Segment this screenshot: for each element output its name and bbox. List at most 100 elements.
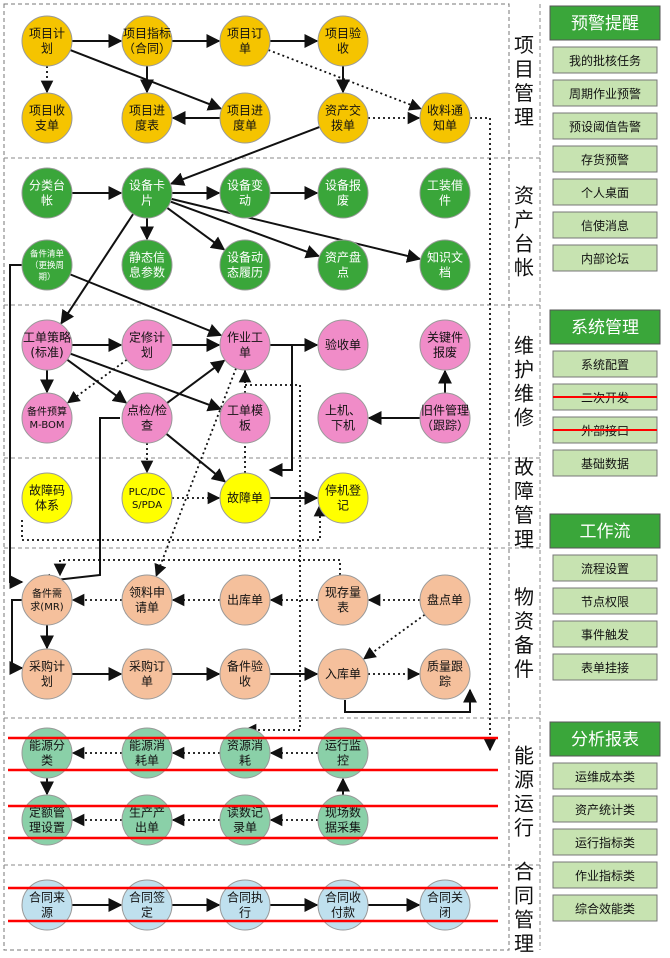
- node-e5[interactable]: 定额管理设置: [21, 794, 73, 846]
- panel-item[interactable]: 系统配置: [552, 350, 658, 378]
- node-a3[interactable]: 设备变动: [219, 167, 271, 219]
- panel-item[interactable]: 节点权限: [552, 587, 658, 615]
- node-w5[interactable]: 盘点单: [419, 574, 471, 626]
- node-e7[interactable]: 读数记录单: [219, 794, 271, 846]
- panel-item[interactable]: 存货预警: [552, 145, 658, 173]
- panel-item[interactable]: 运维成本类: [552, 762, 658, 790]
- node-c2[interactable]: 合同签定: [121, 879, 173, 931]
- node-p5[interactable]: 项目收支单: [21, 92, 73, 144]
- node-f1[interactable]: 故障码体系: [21, 472, 73, 524]
- node-w3[interactable]: 出库单: [219, 574, 271, 626]
- node-e4[interactable]: 运行监控: [317, 727, 369, 779]
- panel-item[interactable]: 二次开发: [552, 383, 658, 411]
- node-label: 出库单: [227, 592, 263, 607]
- node-p3[interactable]: 项目订单: [219, 15, 271, 67]
- node-e8[interactable]: 现场数据采集: [317, 794, 369, 846]
- node-e6[interactable]: 生产产出单: [121, 794, 173, 846]
- node-m4[interactable]: 验收单: [317, 319, 369, 371]
- node-a8[interactable]: 设备动态履历: [219, 239, 271, 291]
- panel-item[interactable]: 外部接口: [552, 416, 658, 444]
- node-circle: [419, 648, 471, 700]
- panel-header[interactable]: [549, 721, 661, 757]
- node-f4[interactable]: 停机登记: [317, 472, 369, 524]
- node-circle: [219, 794, 271, 846]
- node-m3[interactable]: 作业工单: [219, 319, 271, 371]
- node-p9[interactable]: 收料通知单: [419, 92, 471, 144]
- panel-header[interactable]: [549, 513, 661, 549]
- edge-m1-m8: [70, 352, 222, 412]
- node-m2[interactable]: 定修计划: [121, 319, 173, 371]
- node-c3[interactable]: 合同执行: [219, 879, 271, 931]
- panel-item[interactable]: 表单挂接: [552, 653, 658, 681]
- node-circle: [419, 574, 471, 626]
- node-f3[interactable]: 故障单: [219, 472, 271, 524]
- node-circle: [317, 574, 369, 626]
- node-p7[interactable]: 项目进度单: [219, 92, 271, 144]
- node-c5[interactable]: 合同关闭: [419, 879, 471, 931]
- node-p4[interactable]: 项目验收: [317, 15, 369, 67]
- node-a6[interactable]: 备件清单（更换周期）: [21, 239, 73, 291]
- node-m5[interactable]: 关键件报废: [419, 319, 471, 371]
- node-a7[interactable]: 静态信息参数: [121, 239, 173, 291]
- panel-item[interactable]: 流程设置: [552, 554, 658, 582]
- node-a10[interactable]: 知识文档: [419, 239, 471, 291]
- node-a2[interactable]: 设备卡片: [121, 167, 173, 219]
- panel-item[interactable]: 周期作业预警: [552, 79, 658, 107]
- node-m7[interactable]: 点检/检查: [121, 392, 173, 444]
- node-p6[interactable]: 项目进度表: [121, 92, 173, 144]
- node-label: 工单模板: [227, 404, 263, 433]
- node-w8[interactable]: 备件验收: [219, 648, 271, 700]
- node-w2[interactable]: 领料申请单: [121, 574, 173, 626]
- panel-item[interactable]: 事件触发: [552, 620, 658, 648]
- node-m10[interactable]: 旧件管理（跟踪）: [419, 392, 471, 444]
- node-w9[interactable]: 入库单: [317, 648, 369, 700]
- node-p1[interactable]: 项目计划: [21, 15, 73, 67]
- panel-item[interactable]: 作业指标类: [552, 861, 658, 889]
- node-m1[interactable]: 工单策略(标准): [21, 319, 73, 371]
- node-a5[interactable]: 工装借件: [419, 167, 471, 219]
- panel-item[interactable]: 资产统计类: [552, 795, 658, 823]
- panel-item[interactable]: 综合效能类: [552, 894, 658, 922]
- panel-item[interactable]: 个人桌面: [552, 178, 658, 206]
- node-circle: [121, 574, 173, 626]
- panel-item-label: 流程设置: [581, 561, 629, 576]
- node-w1[interactable]: 备件需求(MR): [21, 574, 73, 626]
- node-a4[interactable]: 设备报废: [317, 167, 369, 219]
- node-a1[interactable]: 分类台帐: [21, 167, 73, 219]
- panel-item-label: 基础数据: [581, 456, 629, 471]
- node-w6[interactable]: 采购计划: [21, 648, 73, 700]
- node-p2[interactable]: 项目指标（合同）: [121, 15, 173, 67]
- node-w4[interactable]: 现存量表: [317, 574, 369, 626]
- node-w10[interactable]: 质量跟踪: [419, 648, 471, 700]
- route-receipt-to-energy: [470, 117, 497, 752]
- panel-header[interactable]: [549, 5, 661, 41]
- panel-item[interactable]: 信使消息: [552, 211, 658, 239]
- node-circle: [317, 648, 369, 700]
- panel-item[interactable]: 基础数据: [552, 449, 658, 477]
- node-circle: [219, 167, 271, 219]
- panel-item[interactable]: 内部论坛: [552, 244, 658, 272]
- node-circle: [219, 472, 271, 524]
- node-label: 合同签定: [129, 890, 165, 920]
- node-p8[interactable]: 资产交拨单: [317, 92, 369, 144]
- node-a9[interactable]: 资产盘点: [317, 239, 369, 291]
- node-circle: [219, 879, 271, 931]
- node-e2[interactable]: 能源消耗单: [121, 727, 173, 779]
- node-c4[interactable]: 合同收付款: [317, 879, 369, 931]
- panel-item[interactable]: 预设阈值告警: [552, 112, 658, 140]
- node-w7[interactable]: 采购订单: [121, 648, 173, 700]
- node-e1[interactable]: 能源分类: [21, 727, 73, 779]
- node-c1[interactable]: 合同来源: [21, 879, 73, 931]
- route-sparelist-to-mr: [9, 264, 24, 589]
- node-m9[interactable]: 上机、下机: [317, 392, 369, 444]
- node-m8[interactable]: 工单模板: [219, 392, 271, 444]
- node-circle: [219, 319, 271, 371]
- node-e3[interactable]: 资源消耗: [219, 727, 271, 779]
- panel-header[interactable]: [549, 309, 661, 345]
- panel-item[interactable]: 我的批核任务: [552, 46, 658, 74]
- panel-item[interactable]: 运行指标类: [552, 828, 658, 856]
